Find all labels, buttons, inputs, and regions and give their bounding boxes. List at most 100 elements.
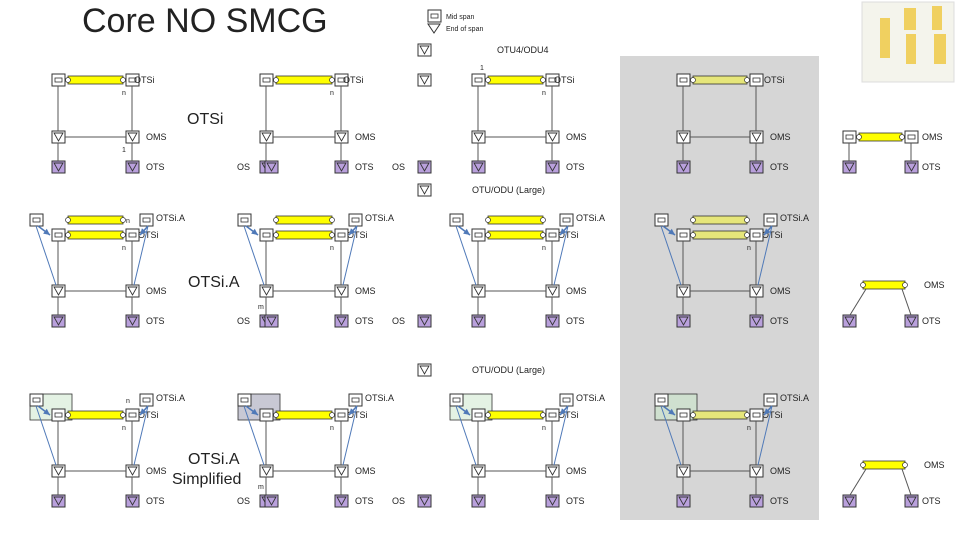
section3-heading: OTU/ODU (Large)	[472, 365, 545, 375]
section2-diag-line	[553, 225, 569, 286]
section1-ots-left	[51, 160, 66, 174]
section3-ots-left	[676, 494, 691, 508]
section3-ots-left	[471, 494, 486, 508]
section2-upper-left-box	[29, 213, 44, 227]
bar-body	[487, 230, 544, 240]
section3-oms-label: OMS	[566, 466, 587, 476]
section1-right-right-box	[904, 130, 919, 144]
bar-end-circle	[899, 134, 905, 140]
bar-end-circle	[744, 217, 750, 223]
section3-lower-bar	[65, 410, 126, 420]
triangle-icon	[678, 132, 689, 142]
box-symbol	[128, 77, 137, 83]
box-symbol	[907, 134, 916, 140]
triangle-icon	[547, 286, 558, 296]
bar-end-circle	[65, 412, 71, 418]
section3-oms-label: OMS	[355, 466, 376, 476]
section3-upper-left-box	[654, 393, 669, 407]
section2-heading: OTU/ODU (Large)	[472, 185, 545, 195]
section3-os-label: OS	[237, 496, 250, 506]
triangle-icon	[127, 286, 138, 296]
box-symbol	[240, 217, 249, 223]
box-symbol	[351, 397, 360, 403]
box-symbol	[142, 397, 151, 403]
section2-upper-bar	[485, 215, 546, 225]
section2-center-label: OTSi.A	[188, 274, 240, 291]
box-frame	[842, 494, 857, 508]
bar-body	[275, 215, 333, 225]
section3-upper-left-box	[237, 393, 252, 407]
section3-upper-right-box	[139, 393, 154, 407]
box-symbol	[337, 232, 346, 238]
section2-diag-line	[660, 225, 682, 286]
box-symbol	[679, 232, 688, 238]
section2-faded-label: OTSi	[347, 230, 368, 240]
box-symbol	[474, 232, 483, 238]
box-symbol	[351, 217, 360, 223]
triangle-icon	[261, 286, 272, 296]
section3-os-node	[264, 494, 279, 508]
triangle-icon	[751, 162, 762, 172]
section3-n-label: n	[122, 425, 126, 432]
box-frame	[417, 183, 432, 197]
bar-body	[67, 215, 124, 225]
triangle-icon	[844, 162, 855, 172]
triangle-icon	[266, 316, 277, 326]
section1-right-ots-right	[904, 160, 919, 174]
section2-os-label: OS	[392, 316, 405, 326]
box-symbol	[262, 412, 271, 418]
section2-oms-label: OMS	[146, 286, 167, 296]
bar-end-circle	[744, 412, 750, 418]
section2-os-label: OS	[237, 316, 250, 326]
triangle-icon	[53, 466, 64, 476]
bar-end-circle	[65, 217, 71, 223]
section3-right-ots-label: OTS	[922, 496, 941, 506]
box-frame	[264, 494, 279, 508]
thumbnail-block	[880, 18, 890, 58]
bar-body	[692, 215, 748, 225]
section3-otsia-label: OTSi.A	[365, 393, 394, 403]
bar-body	[862, 280, 906, 290]
box-symbol	[752, 232, 761, 238]
section2-lower-left-box	[51, 228, 66, 242]
triangle-icon	[751, 496, 762, 506]
section3-oms-label: OMS	[770, 466, 791, 476]
box-frame	[417, 363, 432, 377]
section2-n-label: n	[122, 245, 126, 252]
bar-end-circle	[690, 77, 696, 83]
triangle-icon	[53, 496, 64, 506]
section3-right-bar	[860, 460, 908, 470]
box-frame	[904, 314, 919, 328]
triangle-icon	[547, 316, 558, 326]
arrow-head	[251, 228, 258, 235]
section1-otsi-right-box	[749, 73, 764, 87]
arrow-head	[668, 408, 675, 415]
bar-end-circle	[744, 232, 750, 238]
legend-end-of-span-label: End of span	[446, 26, 483, 33]
section1-ots-right	[749, 160, 764, 174]
section1-right-ots-label: OTS	[922, 162, 941, 172]
section2-upper-left-box	[654, 213, 669, 227]
section1-ots-right	[334, 160, 349, 174]
section1-oms-label: OMS	[566, 132, 587, 142]
section3-ots-right	[334, 494, 349, 508]
bar-body	[67, 410, 124, 420]
section3-otsia-label: OTSi.A	[576, 393, 605, 403]
section3-upper-right-box	[559, 393, 574, 407]
bar-end-circle	[690, 232, 696, 238]
section2-oms-left	[51, 284, 66, 298]
section1-oms-right	[749, 130, 764, 144]
bar-end-circle	[485, 77, 491, 83]
box-frame	[264, 160, 279, 174]
triangle-icon	[473, 132, 484, 142]
bar-end-circle	[860, 462, 866, 468]
thumbnail-block	[934, 34, 946, 64]
section2-right-line	[849, 288, 867, 316]
section2-oms-right	[749, 284, 764, 298]
arrow-head	[764, 408, 771, 415]
section2-otsia-label: OTSi.A	[780, 213, 809, 223]
section3-n-label: n	[330, 425, 334, 432]
section3-ots-label: OTS	[146, 496, 165, 506]
section1-oms-label: OMS	[355, 132, 376, 142]
